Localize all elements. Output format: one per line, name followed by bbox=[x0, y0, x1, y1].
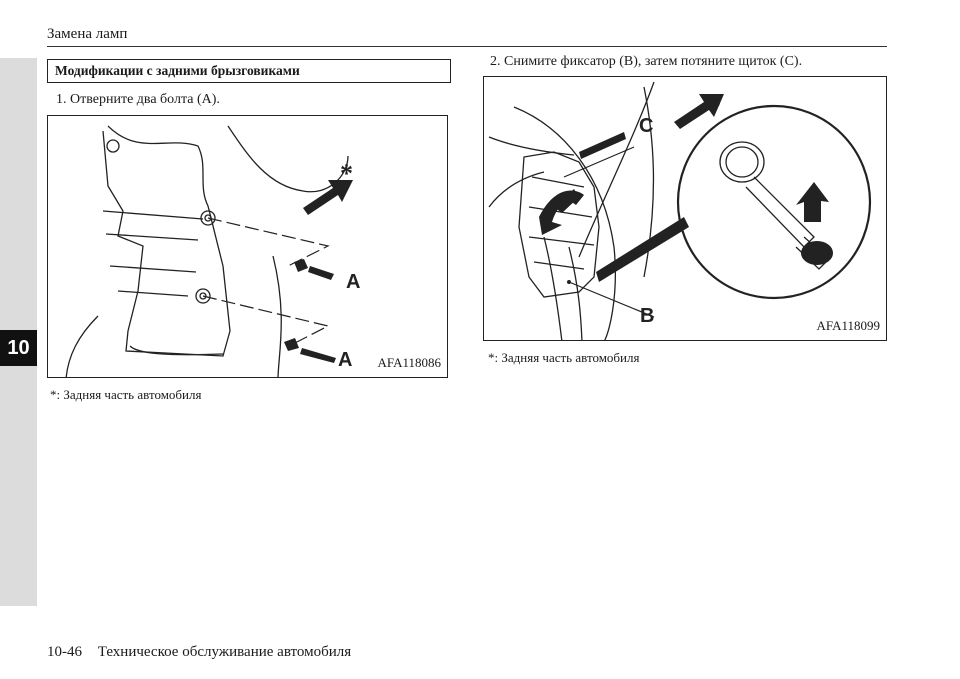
rear-marker-symbol: * bbox=[708, 92, 721, 121]
page-number: 10-46 bbox=[47, 644, 82, 660]
mudflap-illustration: A A * bbox=[65, 125, 360, 377]
figure-retainer-removal: C B * AFA118099 bbox=[483, 76, 887, 341]
rear-marker-symbol: * bbox=[340, 159, 353, 188]
figure-mudflap-bolts: A A * AFA118086 bbox=[47, 115, 448, 378]
step-2-text: 2. Снимите фиксатор (B), затем потяните … bbox=[490, 54, 803, 69]
step-1-text: 1. Отверните два болта (A). bbox=[56, 92, 220, 107]
chapter-badge: 10 bbox=[0, 330, 37, 366]
page-footer: 10-46 Техническое обслуживание автомобил… bbox=[47, 644, 351, 661]
figure-note: *: Задняя часть автомобиля bbox=[488, 350, 640, 365]
figure-code: AFA118086 bbox=[377, 355, 441, 370]
page-header-title: Замена ламп bbox=[47, 26, 128, 42]
label-b: B bbox=[640, 305, 654, 327]
header-divider bbox=[47, 46, 887, 47]
figure-code: AFA118099 bbox=[816, 318, 880, 333]
label-c: C bbox=[639, 115, 653, 137]
footer-title: Техническое обслуживание автомобиля bbox=[97, 644, 352, 660]
section-title: Модификации с задними брызговиками bbox=[47, 59, 451, 83]
label-a-upper: A bbox=[346, 271, 360, 293]
retainer-illustration: C B * bbox=[488, 81, 872, 340]
figure-note: *: Задняя часть автомобиля bbox=[50, 387, 202, 402]
label-a-lower: A bbox=[338, 349, 352, 371]
